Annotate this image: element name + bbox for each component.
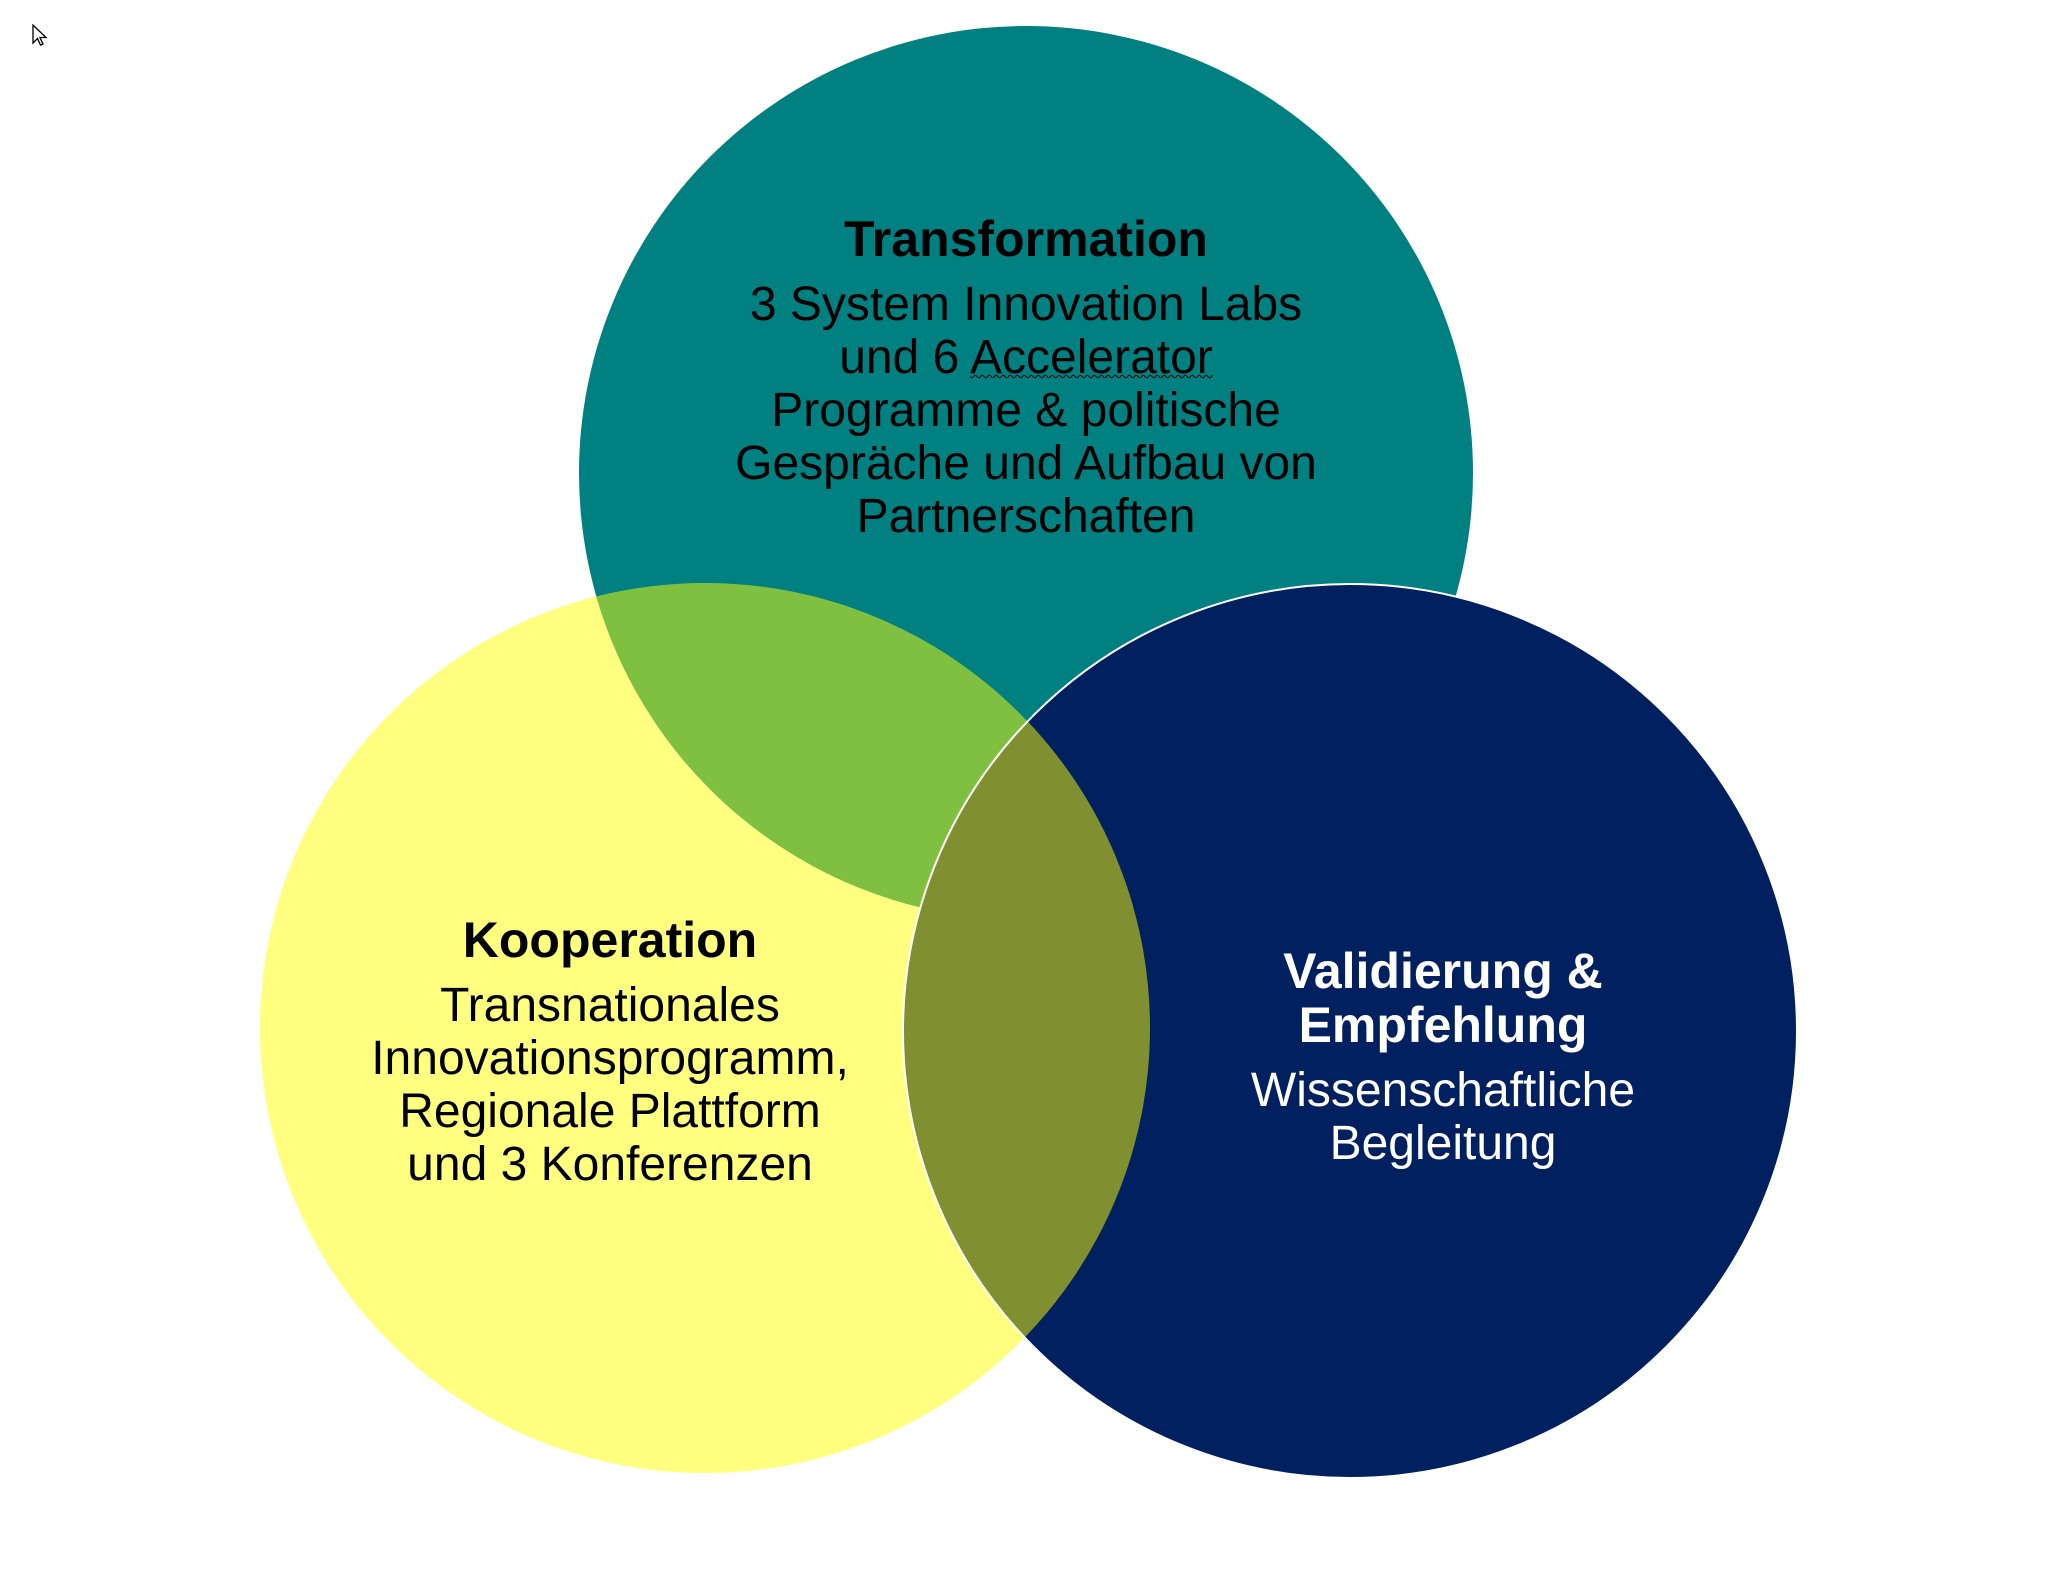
validierung-circle [903, 584, 1797, 1478]
transformation-body: 3 System Innovation Labs und 6 Accelerat… [735, 278, 1317, 543]
transformation-title: Transformation [844, 211, 1208, 267]
validierung-label: Validierung & Empfehlung Wissenschaftlic… [1133, 944, 1753, 1170]
kooperation-body: Transnationales Innovationsprogramm, Reg… [371, 979, 849, 1191]
validierung-body: Wissenschaftliche Begleitung [1250, 1064, 1636, 1170]
kooperation-label: Kooperation Transnationales Innovationsp… [280, 913, 940, 1191]
spellcheck-word: Accelerator [970, 331, 1213, 384]
mouse-pointer-icon [32, 24, 48, 46]
overlap-transformation-kooperation [579, 583, 1150, 920]
validierung-circle-outline [902, 583, 1798, 1479]
transformation-label: Transformation 3 System Innovation Labs … [676, 212, 1376, 543]
kooperation-title: Kooperation [462, 912, 758, 968]
validierung-title: Validierung & Empfehlung [1283, 943, 1603, 1053]
